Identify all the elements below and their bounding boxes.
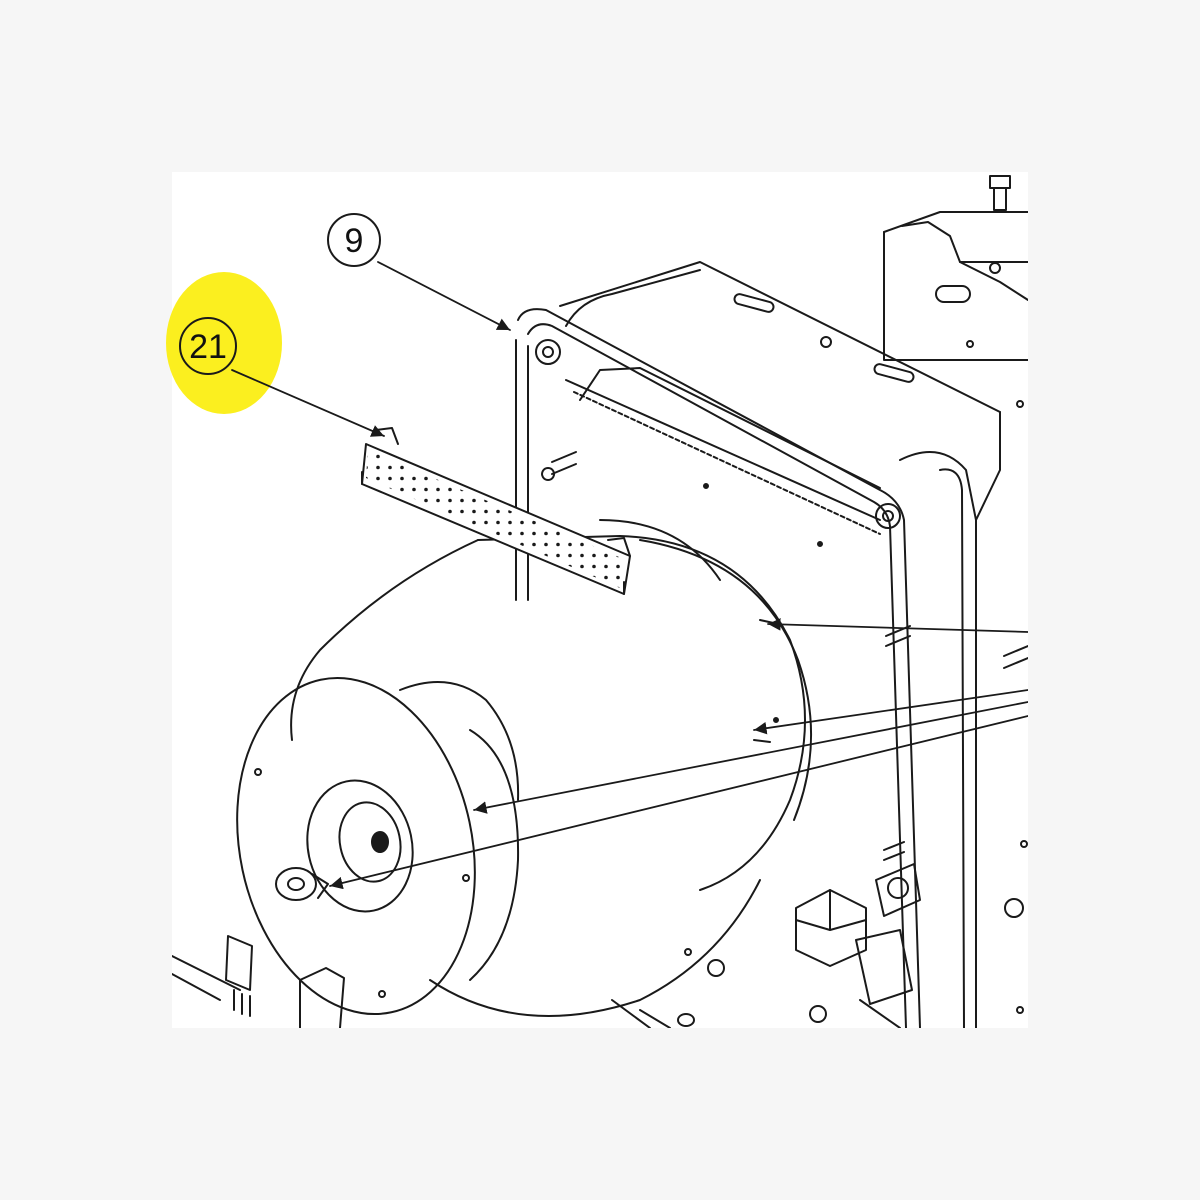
callout-9[interactable]: 9	[327, 213, 381, 267]
relay-components	[172, 935, 695, 1028]
housing-box	[515, 261, 1028, 1028]
leader-lines	[231, 261, 1028, 890]
callout-21-label: 21	[189, 328, 227, 366]
callout-21[interactable]: 21	[179, 317, 237, 375]
callout-9-label: 9	[345, 222, 364, 260]
terminal-strip-connector	[361, 427, 631, 595]
blower-motor-housing	[236, 519, 813, 1017]
callout-21-highlight	[166, 272, 282, 414]
chassis-frame	[883, 175, 1028, 408]
drawing-area	[172, 172, 1028, 1028]
lower-right-components	[707, 840, 1028, 1028]
